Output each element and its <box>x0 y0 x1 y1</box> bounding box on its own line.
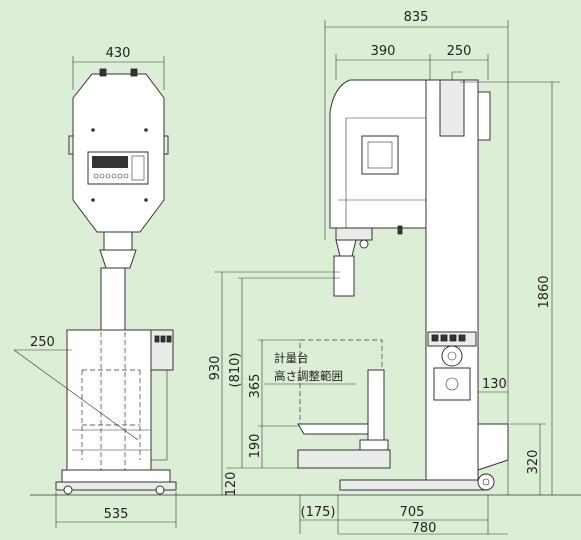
front-base <box>61 469 171 483</box>
dim-label-780: 780 <box>412 521 437 536</box>
dim-label-column-depth: 250 <box>447 44 472 59</box>
front-view: 430 <box>13 46 177 528</box>
dim-label-base-width: 535 <box>104 507 129 522</box>
side-view: 835 390 250 <box>208 10 560 536</box>
dim-label-overall-depth: 835 <box>404 10 429 25</box>
dim-label-total-height: 1860 <box>537 275 552 308</box>
dim-label-front-width: 430 <box>106 46 131 61</box>
dim-label-offset-175: (175) <box>301 505 336 520</box>
side-chute <box>333 255 355 297</box>
dim-label-930: 930 <box>208 356 223 381</box>
front-frame <box>66 329 152 471</box>
side-base <box>339 479 489 491</box>
dim-label-120: 120 <box>224 472 239 497</box>
scale-base <box>297 449 391 469</box>
front-funnel <box>99 249 137 269</box>
side-column <box>425 79 479 481</box>
dim-label-705: 705 <box>400 505 425 520</box>
dim-label-810: (810) <box>228 353 243 388</box>
front-caster-left <box>63 485 73 495</box>
note-scale-label: 計量台 <box>274 351 309 365</box>
dim-label-bracket-height: 320 <box>526 450 541 475</box>
side-caster-wheel <box>477 473 495 491</box>
front-caster-right <box>155 485 165 495</box>
side-window <box>361 135 399 175</box>
dim-label-365: 365 <box>248 374 263 399</box>
side-funnel <box>335 239 357 257</box>
side-wheel-mechanism <box>441 345 463 367</box>
dim-label-head-depth: 390 <box>371 44 396 59</box>
dim-label-190: 190 <box>248 434 263 459</box>
keypad <box>93 155 145 181</box>
dim-label-wheel-offset: 130 <box>482 377 507 392</box>
note-adjust-range: 高さ調整範囲 <box>274 369 343 383</box>
front-neck <box>103 231 133 251</box>
display-screen <box>92 156 128 168</box>
front-column <box>100 267 126 331</box>
dim-label-front-chute: 250 <box>30 335 55 350</box>
side-support-bracket <box>477 423 509 471</box>
